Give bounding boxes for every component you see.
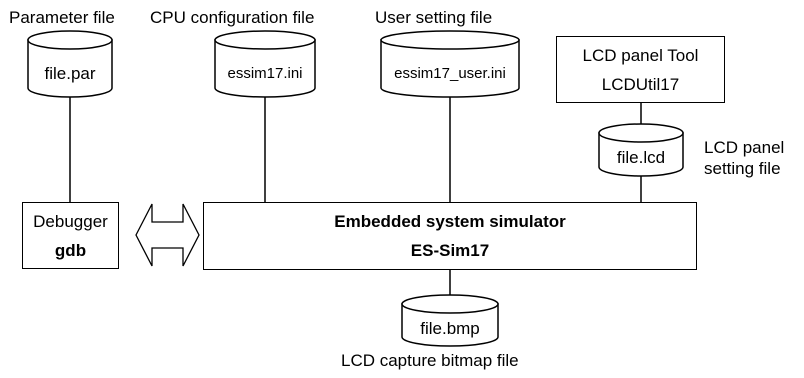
lcd-panel-tool-title: LCD panel Tool	[582, 45, 699, 65]
lcd-panel-tool-box: LCD panel Tool LCDUtil17	[556, 36, 725, 103]
double-arrow-icon	[135, 203, 200, 267]
simulator-title: Embedded system simulator	[334, 212, 566, 231]
essim17-ini-text: essim17.ini	[227, 65, 303, 82]
label-parameter-file: Parameter file	[9, 8, 115, 27]
essim17-user-ini-text: essim17_user.ini	[394, 65, 506, 82]
lcd-util-name: LCDUtil17	[601, 74, 680, 94]
label-lcd-capture-bitmap-file: LCD capture bitmap file	[341, 351, 519, 370]
cylinder-essim17-user-ini	[380, 30, 520, 98]
file-lcd-text: file.lcd	[616, 148, 666, 167]
debugger-name: gdb	[54, 240, 87, 260]
label-lcd-panel-setting-line2: setting file	[704, 159, 781, 178]
debugger-title: Debugger	[33, 211, 108, 231]
cylinder-file-lcd	[598, 123, 684, 177]
debugger-box: Debugger gdb	[22, 202, 119, 269]
simulator-box: Embedded system simulator ES-Sim17	[203, 202, 697, 270]
file-bmp-text: file.bmp	[420, 319, 480, 338]
cylinder-essim17-ini	[214, 30, 316, 98]
label-cpu-configuration-file: CPU configuration file	[150, 8, 315, 27]
file-par-text: file.par	[44, 64, 96, 83]
cylinder-file-bmp	[401, 294, 499, 347]
cylinder-file-par	[27, 30, 113, 98]
simulator-name: ES-Sim17	[410, 241, 490, 260]
label-user-setting-file: User setting file	[375, 8, 493, 27]
label-lcd-panel-setting-line1: LCD panel	[704, 138, 785, 157]
